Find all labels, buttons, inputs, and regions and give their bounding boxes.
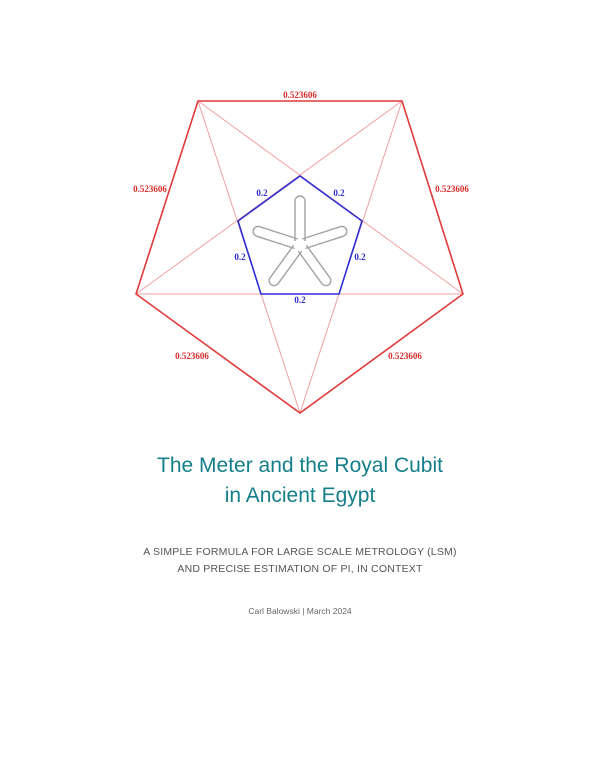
subtitle-line-1: A SIMPLE FORMULA FOR LARGE SCALE METROLO…	[143, 546, 457, 558]
subtitle-line-2: AND PRECISE ESTIMATION OF PI, IN CONTEXT	[177, 563, 423, 575]
pentagon-figure: 0.523606 0.523606 0.523606 0.523606 0.52…	[133, 90, 469, 414]
outer-edge-label-lower-right: 0.523606	[388, 351, 422, 361]
inner-edge-label-upper-left: 0.2	[256, 188, 268, 198]
inner-edge-label-right: 0.2	[354, 252, 366, 262]
inner-edge-label-left: 0.2	[234, 252, 246, 262]
outer-edge-label-upper-left: 0.523606	[133, 184, 167, 194]
inner-edge-label-bottom: 0.2	[294, 295, 306, 305]
inner-star-shape	[252, 195, 348, 287]
pentagram-lines	[135, 100, 464, 414]
title-line-2: in Ancient Egypt	[224, 484, 376, 507]
inner-pentagon	[237, 175, 363, 295]
outer-edge-label-top: 0.523606	[283, 90, 317, 100]
outer-edge-label-upper-right: 0.523606	[435, 184, 469, 194]
author-date-byline: Carl Balowski | March 2024	[248, 606, 352, 616]
outer-pentagon	[135, 100, 464, 414]
outer-edge-label-lower-left: 0.523606	[175, 351, 209, 361]
inner-edge-label-upper-right: 0.2	[333, 188, 345, 198]
title-line-1: The Meter and the Royal Cubit	[157, 454, 443, 477]
